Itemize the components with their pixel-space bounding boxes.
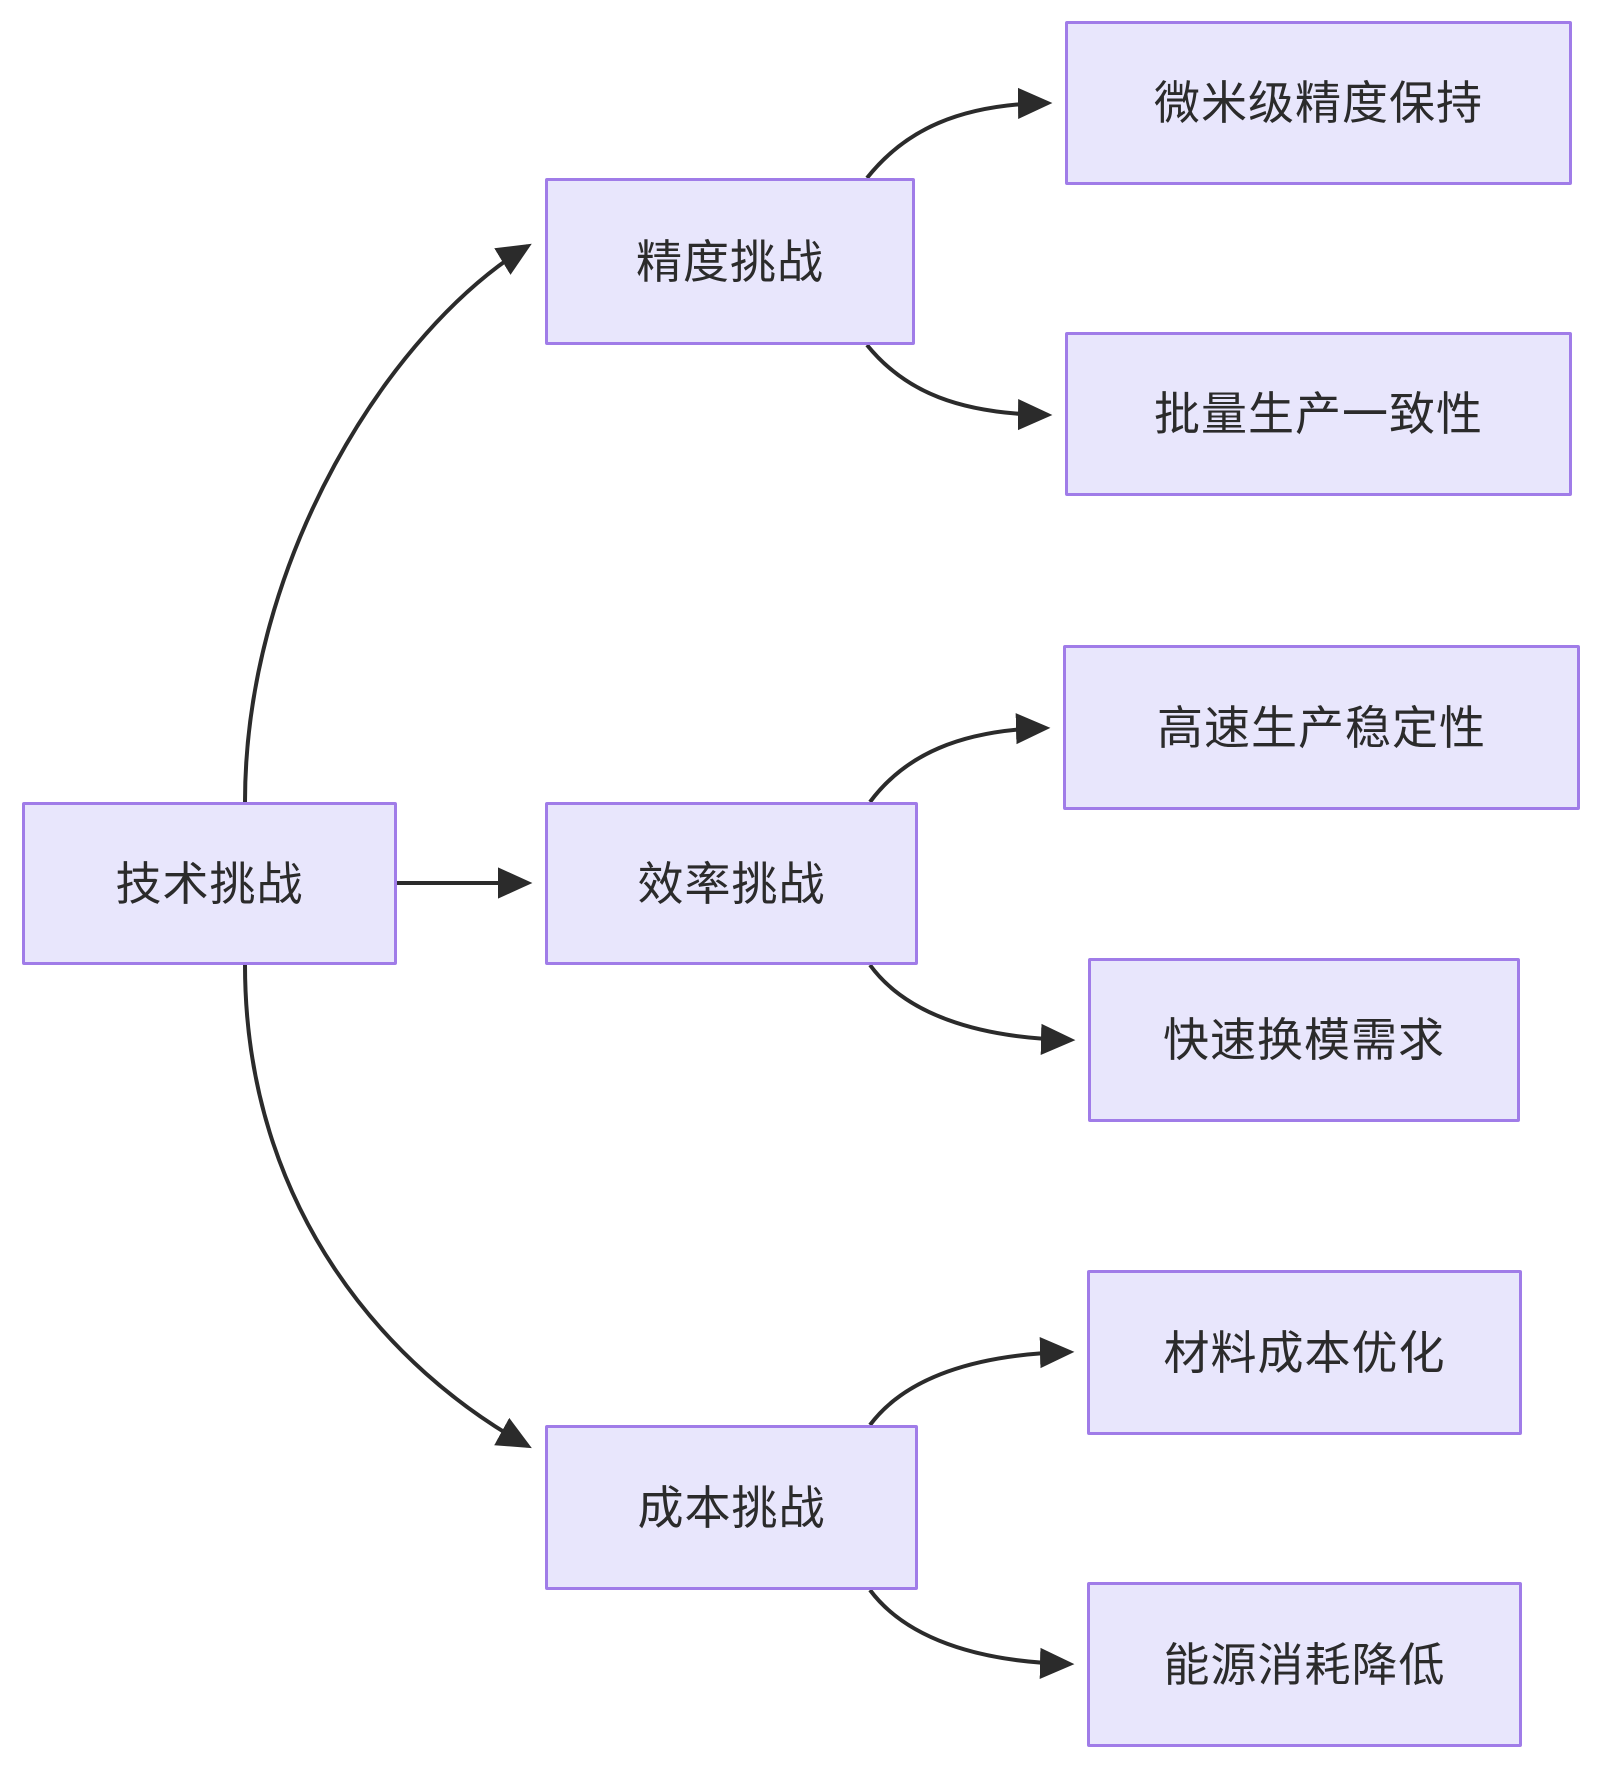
node-label-energy: 能源消耗降低 xyxy=(1163,1637,1446,1692)
node-label-cost: 成本挑战 xyxy=(637,1480,826,1535)
node-precision[interactable]: 精度挑战 xyxy=(545,178,915,345)
edge-efficiency-to-highspeed xyxy=(868,713,1051,804)
edge-cost-to-material xyxy=(868,1337,1075,1427)
edge-root-to-cost xyxy=(243,964,532,1449)
node-root[interactable]: 技术挑战 xyxy=(22,802,397,965)
edge-cost-to-energy xyxy=(868,1588,1075,1679)
node-energy[interactable]: 能源消耗降低 xyxy=(1087,1582,1522,1747)
node-batch[interactable]: 批量生产一致性 xyxy=(1065,332,1572,496)
node-label-precision: 精度挑战 xyxy=(636,234,824,289)
node-label-batch: 批量生产一致性 xyxy=(1154,387,1483,441)
node-label-quickmold: 快速换模需求 xyxy=(1163,1013,1445,1067)
node-highspeed[interactable]: 高速生产稳定性 xyxy=(1063,645,1580,810)
node-micron[interactable]: 微米级精度保持 xyxy=(1065,21,1572,185)
node-material[interactable]: 材料成本优化 xyxy=(1087,1270,1522,1435)
node-label-highspeed: 高速生产稳定性 xyxy=(1157,700,1486,755)
node-label-efficiency: 效率挑战 xyxy=(637,856,826,911)
edge-root-to-precision xyxy=(243,243,532,803)
node-efficiency[interactable]: 效率挑战 xyxy=(545,802,918,965)
edge-precision-to-batch xyxy=(865,343,1053,431)
edge-precision-to-micron xyxy=(865,87,1053,180)
node-label-micron: 微米级精度保持 xyxy=(1154,76,1483,130)
node-label-material: 材料成本优化 xyxy=(1163,1325,1446,1380)
node-label-root: 技术挑战 xyxy=(115,856,304,911)
node-cost[interactable]: 成本挑战 xyxy=(545,1425,918,1590)
node-quickmold[interactable]: 快速换模需求 xyxy=(1088,958,1520,1122)
edge-efficiency-to-quickmold xyxy=(868,963,1076,1055)
